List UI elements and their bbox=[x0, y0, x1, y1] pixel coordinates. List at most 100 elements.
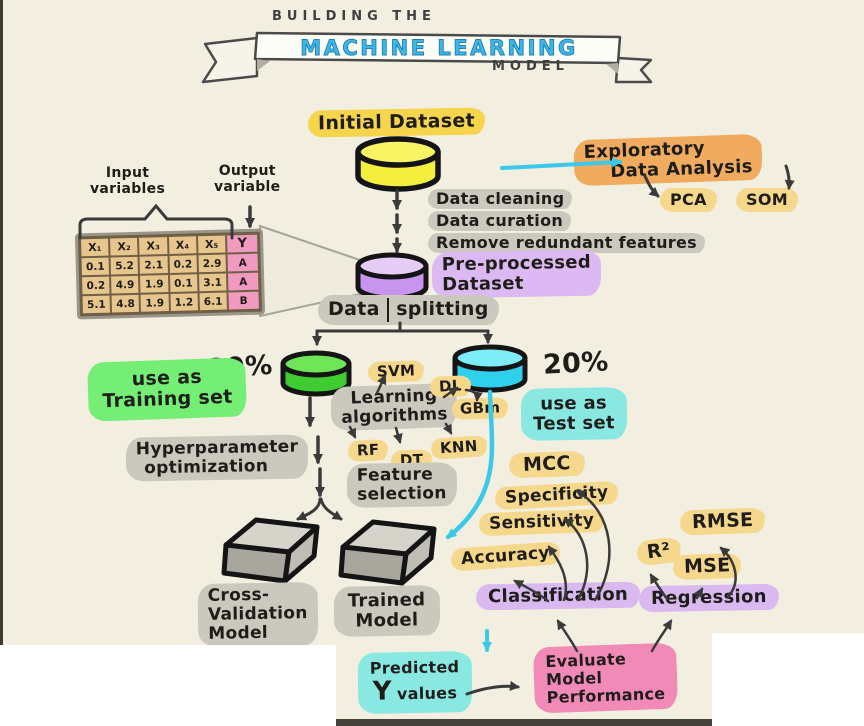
classification-label: Classification bbox=[475, 581, 641, 611]
table-cell: 1.2 bbox=[170, 293, 198, 311]
output-label-line2: variable bbox=[214, 178, 281, 195]
ribbon-fold-right bbox=[606, 63, 618, 74]
eda-label: Exploratory Data Analysis bbox=[573, 133, 764, 187]
table-cell: 5.2 bbox=[110, 256, 139, 275]
bottom-left-white-patch bbox=[0, 645, 336, 726]
table-cell-y: A bbox=[227, 253, 258, 272]
table-header: X₃ bbox=[139, 237, 168, 255]
output-label-line1: Output bbox=[218, 163, 276, 179]
cv-line3: Model bbox=[208, 622, 269, 644]
predicted-y-glyph: Y bbox=[372, 676, 393, 707]
metric-mcc: MCC bbox=[508, 450, 586, 479]
table-header: X₄ bbox=[168, 236, 197, 255]
input-variables-label: Input variables bbox=[90, 165, 166, 197]
table-cell: 0.2 bbox=[169, 255, 197, 274]
initial-dataset-label: Initial Dataset bbox=[307, 107, 486, 138]
trained-line1: Trained bbox=[347, 589, 426, 612]
table-cell: 5.1 bbox=[82, 295, 111, 314]
algo-svm: SVM bbox=[367, 360, 425, 383]
table-header: X₂ bbox=[110, 237, 138, 256]
ribbon-left-tail bbox=[201, 36, 259, 84]
feature-line2: selection bbox=[356, 483, 447, 505]
preprocessed-cylinder bbox=[355, 252, 429, 301]
dataset-table: X₁ X₂ X₃ X₄ X₅ Y 0.1 5.2 2.1 0.2 2.9 A 0… bbox=[74, 228, 266, 320]
som-label: SOM bbox=[736, 188, 798, 212]
output-variable-label: Output variable bbox=[214, 163, 281, 195]
training-set-cylinder bbox=[280, 350, 352, 397]
initial-dataset-cylinder bbox=[355, 136, 441, 192]
test-percentage: 20% bbox=[542, 346, 610, 381]
algo-dl: DL bbox=[429, 374, 472, 398]
preprocessed-label: Pre-processed Dataset bbox=[431, 249, 602, 299]
data-curation-label: Data curation bbox=[428, 211, 572, 231]
table-cell: 0.2 bbox=[82, 276, 110, 295]
bottom-dark-strip bbox=[336, 719, 712, 726]
table-cell: 4.9 bbox=[111, 275, 139, 294]
remove-redundant-label: Remove redundant features bbox=[428, 233, 705, 253]
cross-validation-model-label: Cross- Validation Model bbox=[197, 581, 319, 648]
use-test-line2: Test set bbox=[532, 412, 615, 435]
preprocessed-line2: Dataset bbox=[441, 273, 524, 296]
feature-selection-label: Feature selection bbox=[346, 462, 457, 509]
metric-rmse: RMSE bbox=[679, 507, 766, 536]
table-header: X₅ bbox=[197, 235, 226, 254]
table-cell: 2.9 bbox=[198, 254, 226, 273]
table-cell: 3.1 bbox=[198, 273, 227, 292]
evaluate-line3: Performance bbox=[546, 683, 666, 707]
split-divider bbox=[386, 298, 390, 322]
banner-title-bottom: MODEL bbox=[492, 59, 569, 74]
banner-title-top: BUILDING THE bbox=[272, 9, 436, 24]
banner-title-main: MACHINE LEARNING bbox=[300, 36, 578, 60]
algo-gbm: GBm bbox=[451, 397, 509, 420]
predicted-values-label: Predicted Y values bbox=[357, 651, 473, 715]
table-cell: 1.9 bbox=[140, 294, 169, 312]
trained-model-box bbox=[338, 519, 437, 586]
hyper-line2: optimization bbox=[143, 456, 269, 479]
bottom-right-white-patch bbox=[712, 633, 864, 726]
data-splitting-label: Data splitting bbox=[318, 295, 499, 325]
table-cell: 0.1 bbox=[81, 257, 110, 276]
input-label-line2: variables bbox=[90, 180, 166, 197]
metric-sensitivity: Sensitivity bbox=[478, 508, 605, 537]
ribbon-banner bbox=[201, 31, 653, 84]
algo-knn: KNN bbox=[430, 435, 488, 460]
split-word-splitting: splitting bbox=[396, 298, 489, 321]
split-word-data: Data bbox=[328, 298, 380, 321]
predicted-line1: Predicted bbox=[369, 657, 460, 678]
cross-validation-model-box bbox=[221, 517, 320, 584]
preprocessed-line1: Pre-processed bbox=[441, 251, 592, 276]
pca-label: PCA bbox=[660, 188, 717, 212]
algo-rf: RF bbox=[347, 438, 389, 462]
table-cell-y: B bbox=[228, 291, 259, 310]
table-cell: 2.1 bbox=[139, 256, 168, 274]
ribbon-fold-left bbox=[257, 59, 270, 71]
left-edge-border bbox=[0, 0, 3, 726]
table-cell: 4.8 bbox=[111, 294, 140, 313]
table-cell: 1.9 bbox=[140, 275, 169, 293]
table-cell: 0.1 bbox=[169, 274, 198, 293]
predicted-line2: Y values bbox=[372, 676, 457, 707]
regression-label: Regression bbox=[638, 583, 780, 613]
use-test-line1: use as bbox=[540, 392, 608, 415]
cv-line2: Validation bbox=[207, 603, 308, 625]
table-cell: 6.1 bbox=[199, 292, 227, 311]
eda-line2: Data Analysis bbox=[610, 156, 754, 183]
cv-line1: Cross- bbox=[207, 584, 270, 606]
table-cell-y: A bbox=[228, 272, 259, 291]
evaluate-performance-label: Evaluate Model Performance bbox=[532, 642, 678, 714]
use-train-line2: Training set bbox=[102, 385, 233, 413]
ribbon-right-tail bbox=[614, 56, 653, 84]
trained-model-label: Trained Model bbox=[333, 585, 440, 638]
use-as-test-label: use as Test set bbox=[520, 387, 628, 442]
trained-line2: Model bbox=[355, 609, 419, 632]
predicted-values-word: values bbox=[396, 683, 458, 704]
table-header-y: Y bbox=[227, 234, 258, 253]
data-cleaning-label: Data cleaning bbox=[428, 189, 573, 209]
hyperparameter-label: Hyperparameter optimization bbox=[125, 434, 309, 482]
learning-line2: algorithms bbox=[340, 404, 449, 428]
table-header: X₁ bbox=[81, 238, 109, 257]
metric-mse: MSE bbox=[672, 552, 742, 581]
input-label-line1: Input bbox=[105, 165, 150, 181]
